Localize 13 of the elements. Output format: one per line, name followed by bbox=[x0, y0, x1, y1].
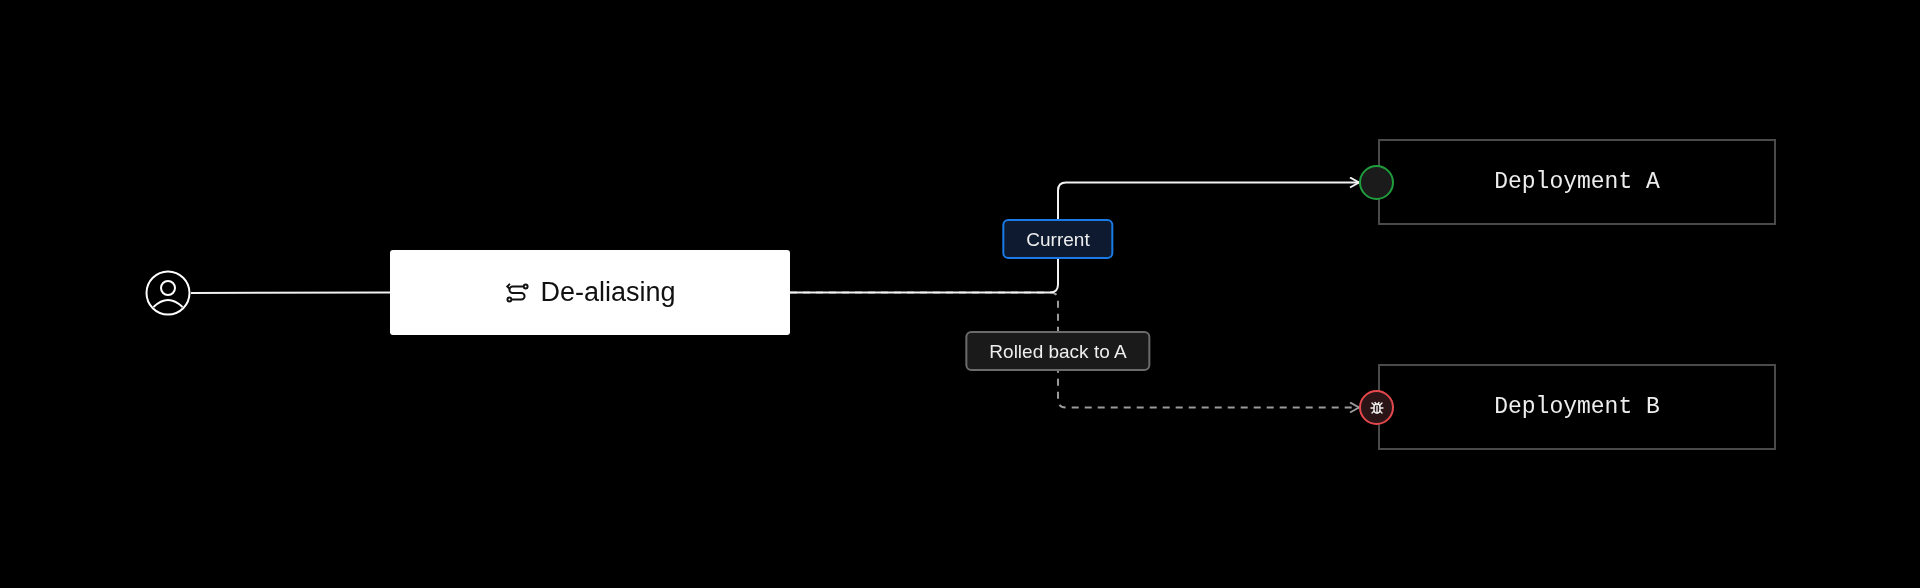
status-circle bbox=[1359, 165, 1394, 200]
process-label: De-aliasing bbox=[540, 277, 676, 308]
connector-line bbox=[190, 291, 391, 294]
edge-label: Rolled back to A bbox=[965, 331, 1151, 371]
deployment-label: Deployment B bbox=[1494, 394, 1660, 420]
edge-label: Current bbox=[1002, 219, 1114, 259]
deployment-box bbox=[1378, 139, 1776, 225]
process-box bbox=[390, 250, 790, 335]
user-icon bbox=[145, 270, 191, 316]
deployment-label: Deployment A bbox=[1494, 169, 1660, 195]
arrow bbox=[789, 176, 1360, 294]
error-status-circle bbox=[1359, 390, 1394, 425]
deployment-box bbox=[1378, 364, 1776, 450]
